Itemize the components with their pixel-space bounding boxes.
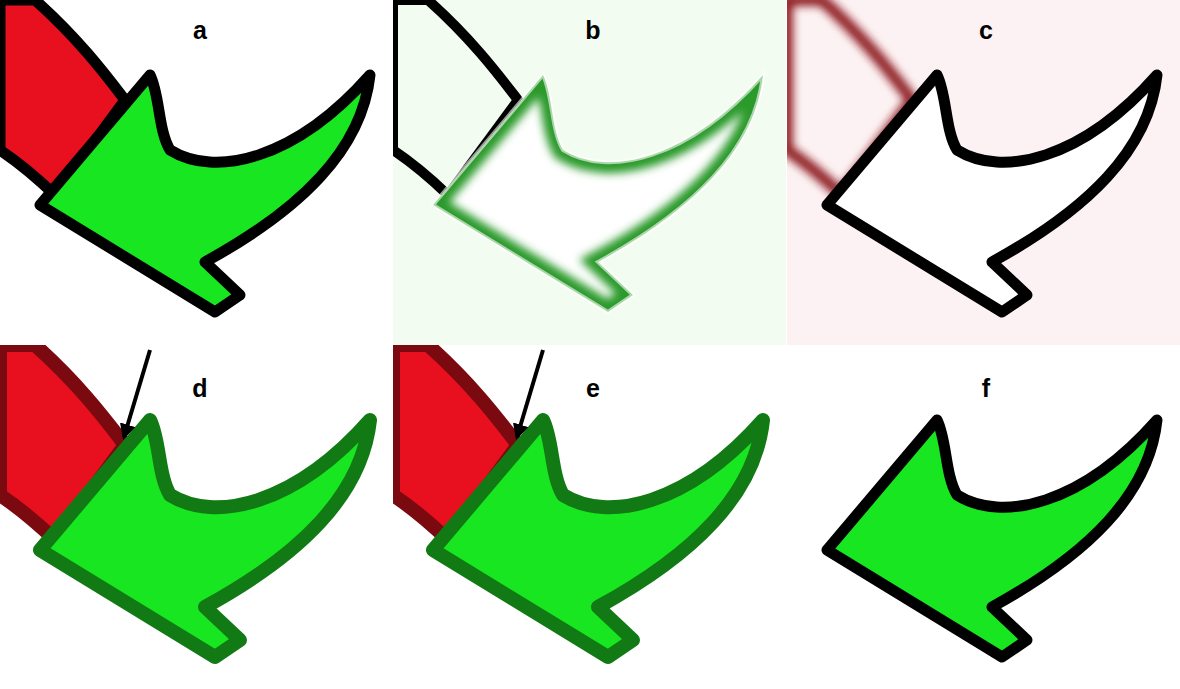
pointer-arrow xyxy=(124,350,150,437)
panel-b xyxy=(393,0,786,345)
panel-d xyxy=(0,345,370,657)
panel-e xyxy=(393,345,763,657)
panel-f xyxy=(827,420,1157,657)
panel-label: a xyxy=(193,18,207,43)
pointer-arrow xyxy=(517,350,543,437)
panel-a xyxy=(0,0,370,312)
panel-label: d xyxy=(192,376,207,401)
panel-label: c xyxy=(979,18,993,43)
panel-c xyxy=(787,0,1180,345)
panel-label: e xyxy=(586,376,600,401)
panel-label: b xyxy=(585,18,600,43)
panel-label: f xyxy=(982,376,990,401)
